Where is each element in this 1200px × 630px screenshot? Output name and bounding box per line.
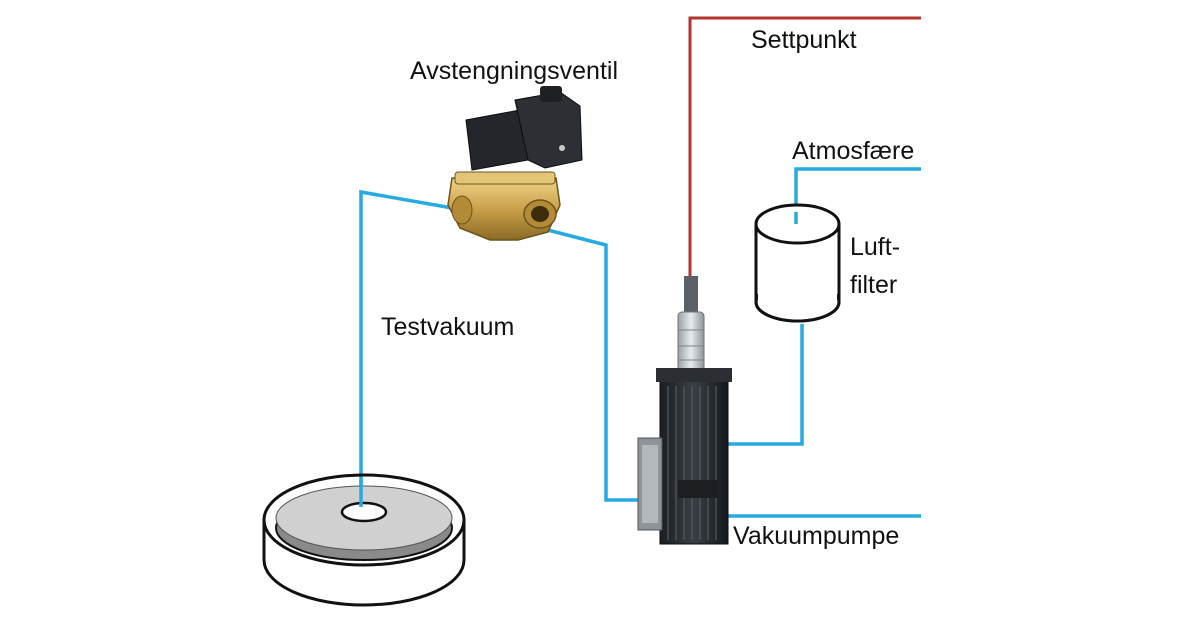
test-vacuum-label: Testvakuum — [381, 313, 515, 341]
shutoff-valve — [447, 86, 583, 241]
air-filter — [754, 203, 841, 323]
valve-to-pump-line — [539, 226, 648, 502]
valve-label: Avstengningsventil — [410, 57, 619, 85]
vacuum-pump-label: Vakuumpumpe — [733, 522, 900, 550]
air-filter-label: Luft- filter — [850, 228, 900, 304]
filter-to-pump-line — [728, 324, 804, 446]
air-filter-label-line1: Luft- — [850, 233, 901, 261]
vacuum-pump — [637, 276, 732, 545]
test-chamber — [262, 473, 466, 607]
test-vacuum-line — [359, 189, 459, 505]
setpoint-label: Settpunkt — [751, 26, 857, 54]
setpoint-line — [688, 16, 921, 280]
air-filter-label-line2: filter — [850, 271, 898, 299]
atmosphere-label: Atmosfære — [792, 137, 915, 165]
atmosphere-line — [794, 167, 921, 212]
